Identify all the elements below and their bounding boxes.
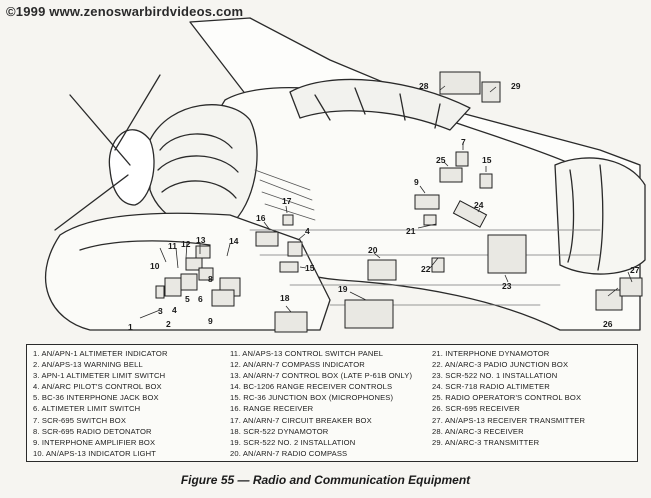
callout-27: 27 [630, 265, 640, 275]
callout-19: 19 [338, 284, 348, 294]
equipment-box-18 [274, 311, 308, 333]
equipment-box-19 [344, 299, 394, 329]
callout-29: 29 [511, 81, 521, 91]
equipment-box-9b [211, 289, 235, 307]
legend-item: 25. Radio Operator's Control Box [432, 393, 582, 403]
legend-item: 3. APN-1 Altimeter Limit Switch [33, 371, 166, 381]
callout-2: 2 [166, 319, 171, 329]
legend-item: 5. BC-36 Interphone Jack Box [33, 393, 159, 403]
callout-5: 5 [185, 294, 190, 304]
legend-item: 24. SCR-718 Radio Altimeter [432, 382, 550, 392]
equipment-box-12 [185, 257, 203, 271]
callout-11: 11 [168, 241, 177, 251]
legend-item: 29. AN/ARC-3 Transmitter [432, 437, 540, 447]
callout-7: 7 [461, 137, 466, 147]
left-engine-nacelle [149, 104, 258, 231]
legend-item: 18. SCR-522 Dynamotor [230, 426, 329, 436]
propeller-spinner [108, 129, 155, 206]
callout-4: 4 [172, 305, 177, 315]
equipment-box-26 [595, 289, 623, 311]
callout-18: 18 [280, 293, 290, 303]
equipment-box-15b [279, 261, 299, 273]
callout-28: 28 [419, 81, 429, 91]
legend-item: 19. SCR-522 No. 2 Installation [230, 437, 356, 447]
callout-20: 20 [368, 245, 378, 255]
equipment-box-5 [180, 273, 198, 291]
legend-column-1: 1. AN/APN-1 Altimeter Indicator 2. AN/AP… [33, 348, 168, 459]
equipment-box-6 [198, 267, 214, 281]
callout-24: 24 [474, 200, 484, 210]
equipment-box-15a [479, 173, 493, 189]
equipment-box-29 [481, 81, 501, 103]
legend-item: 27. AN/APS-13 Receiver Transmitter [432, 415, 586, 425]
legend-item: 4. AN/ARC Pilot's Control Box [33, 382, 162, 392]
equipment-box-21 [423, 214, 437, 226]
legend-item: 20. AN/ARN-7 Radio Compass [230, 448, 348, 458]
equipment-box-4b [287, 241, 303, 257]
callout-26: 26 [603, 319, 613, 329]
legend-column-3: 21. Interphone Dynamotor 22. AN/ARC-3 Pa… [432, 348, 585, 448]
equipment-box-27 [619, 277, 643, 297]
callout-13: 13 [196, 235, 206, 245]
callout-4b: 4 [305, 226, 310, 236]
equipment-box-16 [255, 231, 279, 247]
legend-item: 14. BC-1206 Range Receiver Controls [230, 382, 393, 392]
callout-9: 9 [414, 177, 419, 187]
equipment-box-25 [439, 167, 463, 183]
callout-12: 12 [181, 239, 191, 249]
callout-6: 6 [198, 294, 203, 304]
legend-item: 23. SCR-522 No. 1 Installation [432, 371, 558, 381]
legend-item: 10. AN/APS-13 Indicator Light [33, 448, 157, 458]
legend-item: 22. AN/ARC-3 Padio Junction Box [432, 360, 569, 370]
callout-17: 17 [282, 196, 292, 206]
legend-item: 9. Interphone Amplifier Box [33, 437, 156, 447]
figure-caption: Figure 55 — Radio and Communication Equi… [180, 473, 471, 487]
callout-1: 1 [128, 322, 133, 332]
legend-item: 17. AN/ARN-7 Circuit Breaker Box [230, 415, 372, 425]
equipment-box-23 [487, 234, 527, 274]
equipment-box-17 [282, 214, 294, 226]
callout-23: 23 [502, 281, 512, 291]
aircraft-illustration: 28 29 7 25 15 9 24 21 16 17 4 15 20 22 2… [44, 17, 646, 333]
equipment-box-3 [155, 285, 165, 299]
callout-16: 16 [256, 213, 266, 223]
legend-item: 28. AN/ARC-3 Receiver [432, 426, 524, 436]
right-engine-nacelle [554, 157, 646, 275]
equipment-box-28 [439, 71, 481, 95]
legend-item: 13. AN/ARN-7 Control Box (Late P-61B Onl… [230, 371, 413, 381]
callout-10: 10 [150, 261, 160, 271]
legend-column-2: 11. AN/APS-13 Control Switch Panel 12. A… [230, 348, 412, 459]
equipment-box-20 [367, 259, 397, 281]
canopy-frame [289, 78, 471, 131]
equipment-box-24 [452, 200, 488, 228]
callout-9b: 9 [208, 316, 213, 326]
legend-item: 1. AN/APN-1 Altimeter Indicator [33, 349, 168, 358]
callout-21: 21 [406, 226, 416, 236]
legend-item: 15. RC-36 Junction Box (Microphones) [230, 393, 394, 403]
callout-15b: 15 [305, 263, 315, 273]
legend-item: 26. SCR-695 Receiver [432, 404, 520, 414]
equipment-box-22 [431, 257, 445, 273]
callout-8: 8 [208, 274, 213, 284]
callout-25: 25 [436, 155, 446, 165]
legend-item: 2. AN/APS-13 Warning Bell [33, 360, 143, 370]
legend-item: 11. AN/APS-13 Control Switch Panel [230, 349, 384, 358]
callout-22: 22 [421, 264, 431, 274]
legend-item: 7. SCR-695 Switch Box [33, 415, 127, 425]
legend-item: 21. Interphone Dynamotor [432, 349, 550, 358]
legend-item: 8. SCR-695 Radio Detonator [33, 426, 152, 436]
callout-15a: 15 [482, 155, 492, 165]
legend-item: 12. AN/ARN-7 Compass Indicator [230, 360, 365, 370]
equipment-box-4 [164, 277, 182, 297]
callout-3: 3 [158, 306, 163, 316]
equipment-box-7 [455, 151, 469, 167]
legend-item: 16. Range Receiver [230, 404, 314, 414]
equipment-box-9 [414, 194, 440, 210]
equipment-box-13 [195, 245, 211, 259]
callout-14: 14 [229, 236, 239, 246]
legend-item: 6. Altimeter Limit Switch [33, 404, 141, 414]
copyright-watermark: ©1999 www.zenoswarbirdvideos.com [6, 4, 244, 19]
equipment-legend: 1. AN/APN-1 Altimeter Indicator 2. AN/AP… [26, 344, 638, 462]
